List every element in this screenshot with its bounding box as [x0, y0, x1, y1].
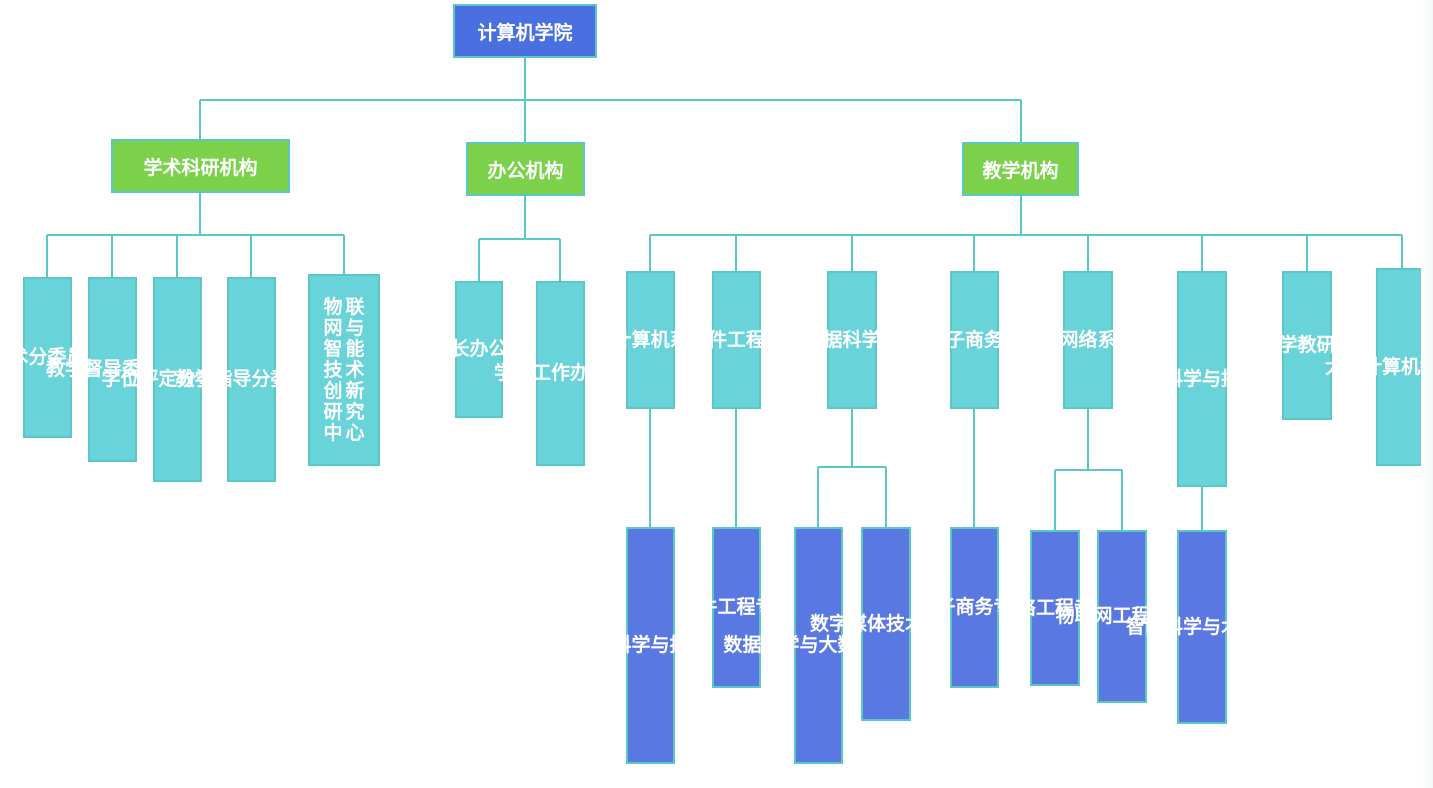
- iot-center-node: 联与能术新究心 物网智技创研中: [308, 274, 380, 466]
- department-node: 软件工程系: [689, 271, 784, 409]
- department-node: 电子商务系: [927, 271, 1022, 409]
- branch-teaching: 教学机构: [962, 142, 1079, 196]
- department-node: 数据科学系: [804, 271, 900, 409]
- iot-center-col: 物网智技创研中: [323, 295, 343, 444]
- major-node: 网络工程专业: [998, 530, 1112, 686]
- major-node: 数据科学与大数据专业: [723, 527, 914, 764]
- committee-node: 教学督导委员会: [46, 277, 179, 462]
- major-node: 软件工程专业: [679, 527, 794, 688]
- page-edge: [1421, 0, 1433, 788]
- department-node: 网络系: [1059, 271, 1117, 409]
- department-node: 数学教研室: [1259, 271, 1355, 420]
- branch-office: 办公机构: [466, 142, 585, 196]
- root-node: 计算机学院: [453, 4, 597, 58]
- major-node: 智能科学与术专业: [1126, 530, 1278, 724]
- department-node: 计算机系: [612, 271, 689, 409]
- iot-center-col: 联与能术新究心: [345, 295, 365, 444]
- major-node: 数字媒体技术专业: [810, 527, 962, 721]
- major-node: 电子商务专业: [917, 527, 1032, 688]
- committee-node: 教学指导分委员会: [175, 277, 328, 482]
- department-node: 智能科学与技术系: [1126, 271, 1278, 487]
- major-node: 计算机科学与技术专业: [555, 527, 746, 764]
- major-node: 物联网工程专业: [1055, 530, 1189, 703]
- office-node: 院长办公室: [431, 281, 527, 418]
- department-node: 大学计算机教研室: [1325, 268, 1433, 466]
- branch-academic: 学术科研机构: [111, 139, 290, 193]
- office-node: 学生工作办公室: [494, 281, 627, 466]
